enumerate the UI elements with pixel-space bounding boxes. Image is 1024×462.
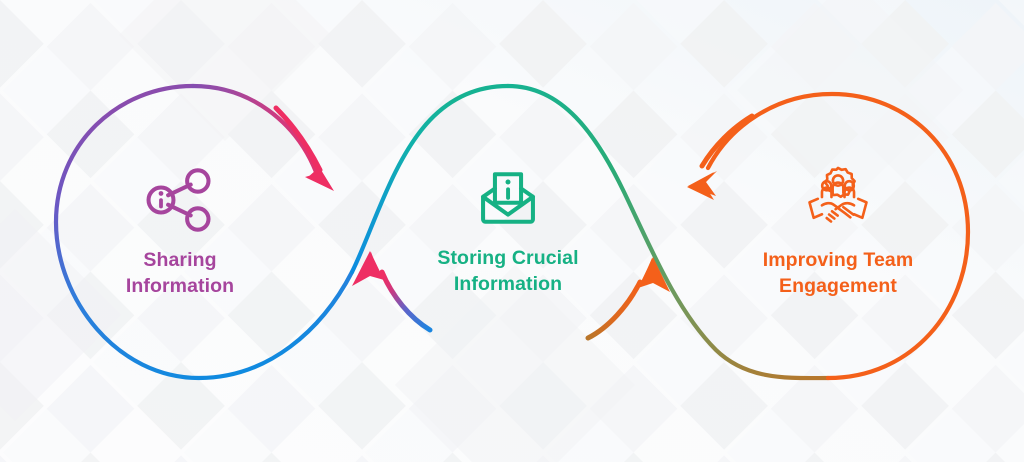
stage-label-storing-crucial-information: Storing Crucial Information — [437, 247, 579, 295]
curve-center-climb — [349, 83, 511, 275]
curve-center-descend — [505, 83, 831, 381]
arrow-to-right-lower — [585, 257, 670, 341]
arrow-back-to-center-left — [352, 251, 433, 333]
arrow-to-center-top — [273, 105, 334, 191]
curve-left-loop-upper — [190, 83, 319, 175]
share-info-icon — [146, 168, 211, 232]
curve-left-loop-lower — [53, 83, 355, 381]
stage-sharing-information: Sharing Information — [65, 162, 295, 299]
stage-label-sharing-information: Sharing Information — [125, 249, 235, 297]
arrow-to-right-top — [687, 113, 755, 200]
envelope-info-icon — [481, 172, 535, 224]
stage-improving-team-engagement: Improving Team Engagement — [723, 162, 953, 299]
stage-storing-crucial-information: Storing Crucial Information — [393, 160, 623, 297]
team-handshake-gear-icon — [808, 166, 868, 223]
curve-right-loop — [705, 91, 971, 381]
stage-label-improving-team-engagement: Improving Team Engagement — [762, 249, 914, 297]
